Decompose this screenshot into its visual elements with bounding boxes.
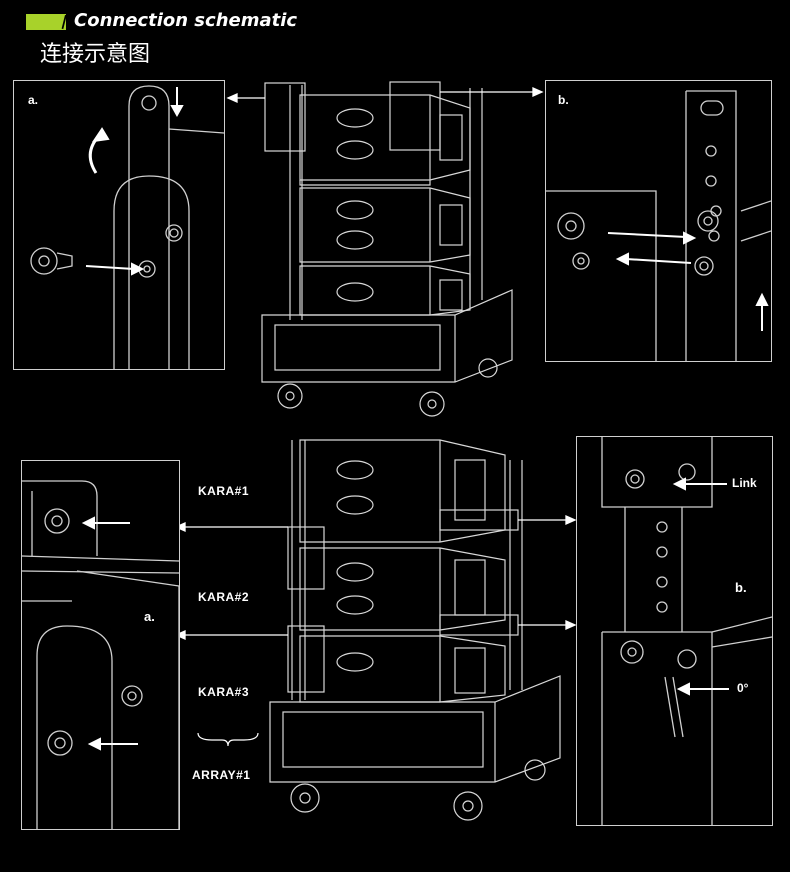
link-callout: Link [732,476,757,490]
connector-arrows [174,86,577,641]
stack-label-kara-3: KARA#3 [198,685,250,699]
link-pin-detail-a [30,85,224,369]
array-brace [197,732,259,747]
title-chinese: 连接示意图 [40,41,151,66]
detail-panel-bottom-b: b. Link 0° [576,436,773,826]
stack-label-kara-1: KARA#1 [198,484,250,498]
detail-panel-bottom-a: a. [21,460,180,830]
panel-label: a. [144,609,155,624]
panel-label: b. [558,93,569,107]
detail-panel-top-b: b. [545,80,772,362]
panel-label: b. [735,580,747,595]
slash-icon [61,14,71,30]
accent-bar [26,14,66,30]
top-speaker-stack [261,81,513,417]
stack-label-kara-2: KARA#2 [198,590,250,604]
angle-callout: 0° [737,681,749,695]
panel-label: a. [28,93,39,107]
link-angle-detail-bottom-b [601,437,772,825]
detail-panel-top-a: a. [13,80,225,370]
array-label: ARRAY#1 [192,768,251,782]
bottom-speaker-stack [269,439,561,821]
link-pin-detail-bottom-a [22,480,179,829]
angle-pin-detail-b [546,90,771,361]
title-english: Connection schematic [74,10,298,31]
